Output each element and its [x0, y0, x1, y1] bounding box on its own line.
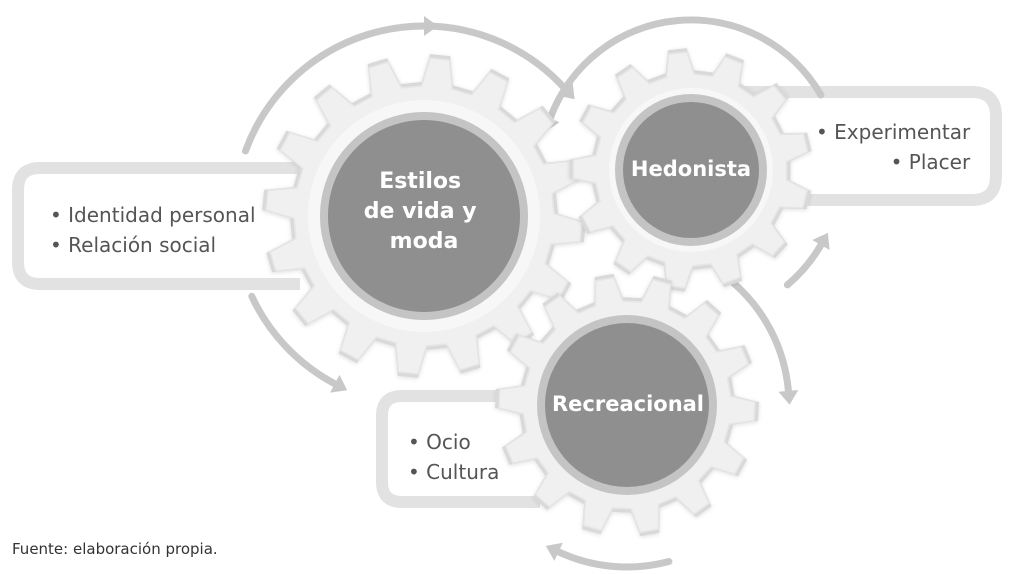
gear-label-recreacional: Recreacional	[552, 392, 704, 416]
callout-item: Experimentar	[816, 117, 970, 147]
callout-item: Ocio	[408, 427, 499, 457]
callout-list-estilos: Identidad personal Relación social	[50, 200, 256, 260]
arrow-estilos-top-right	[420, 22, 569, 93]
callout-item: Relación social	[50, 230, 256, 260]
estilos-hub	[328, 120, 520, 312]
gear-hedonista	[569, 48, 812, 292]
callout-item: Identidad personal	[50, 200, 255, 230]
arrow-estilos-bottom-left	[248, 292, 339, 388]
hedonista-hub	[623, 102, 759, 238]
arrow-hedonista-right	[783, 241, 825, 289]
arrow-recreacional-right	[727, 277, 792, 395]
gear-label-hedonista: Hedonista	[631, 157, 751, 181]
arrow-estilos-bottom-left-head	[330, 374, 348, 393]
gear-recreacional	[495, 273, 759, 537]
arrow-hedonista-top	[546, 16, 825, 123]
arrow-recreacional-bottom-head	[545, 542, 563, 561]
gear-estilos-de-vida	[262, 54, 586, 378]
arrow-recreacional-right-head	[778, 390, 799, 405]
recreacional-hub	[545, 323, 709, 487]
callout-list-recreacional: Ocio Cultura	[408, 427, 499, 487]
callout-item: Placer	[816, 147, 970, 177]
source-note: Fuente: elaboración propia.	[12, 540, 218, 558]
callout-list-hedonista: Experimentar Placer	[816, 117, 970, 177]
arrow-estilos-top	[242, 22, 428, 155]
gear-label-estilos: Estilos de vida y moda	[364, 169, 484, 254]
arrow-recreacional-bottom	[555, 548, 673, 571]
arrow-hedonista-right-head	[812, 232, 830, 250]
callout-item: Cultura	[408, 457, 499, 487]
cycle-arrows	[242, 16, 830, 571]
